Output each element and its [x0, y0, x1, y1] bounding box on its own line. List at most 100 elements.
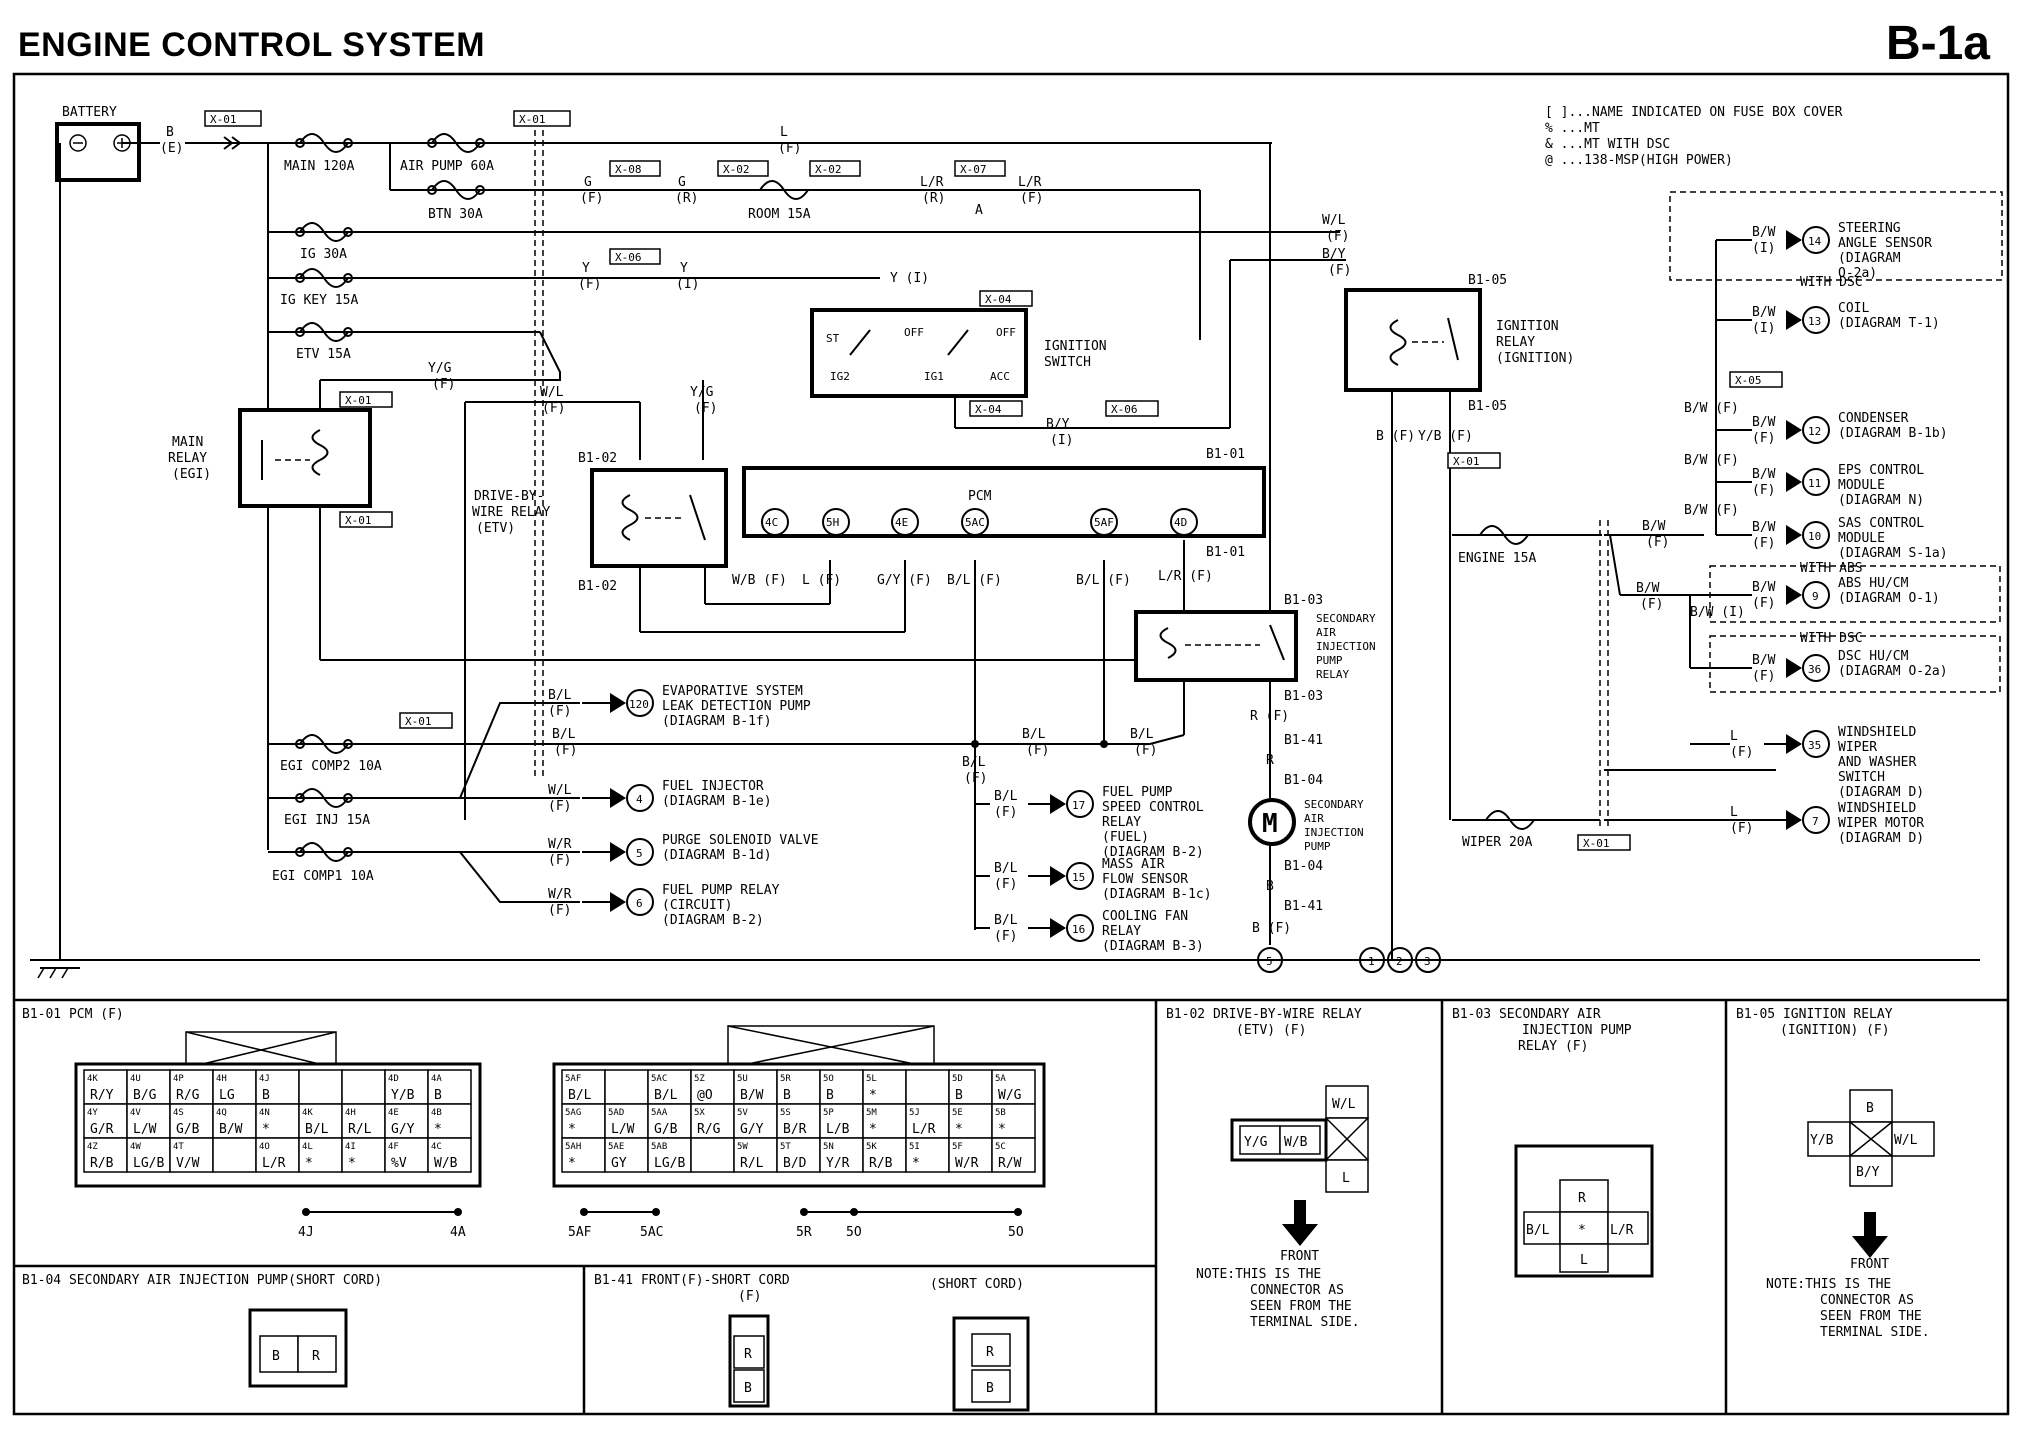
- connector-pin-id: 4B: [431, 1108, 442, 1118]
- connector-pin-id: 5W: [737, 1142, 748, 1152]
- arrow-icon: [610, 892, 626, 912]
- diagram-ref: [1802, 581, 1830, 609]
- svg-text:X-08: X-08: [615, 163, 642, 176]
- load-label: (DIAGRAM D): [1838, 785, 1924, 800]
- svg-text:(F): (F): [1640, 597, 1663, 612]
- legend-line: @ ...138-MSP(HIGH POWER): [1545, 153, 1733, 168]
- svg-text:B/L: B/L: [1022, 727, 1046, 742]
- connector-pin-wire: B/L: [305, 1122, 329, 1137]
- svg-text:Y/G: Y/G: [1244, 1135, 1268, 1150]
- ground-terminal: [1257, 947, 1283, 973]
- connector-pin: [298, 1103, 343, 1139]
- svg-text:MAIN 120A: MAIN 120A: [284, 159, 355, 174]
- outer-frame: [12, 72, 2010, 1416]
- svg-text:IG KEY 15A: IG KEY 15A: [280, 293, 358, 308]
- connector-pin: [561, 1137, 606, 1173]
- load-label: RELAY: [1102, 815, 1141, 830]
- wire-label: B/W: [1752, 467, 1776, 482]
- svg-text:B/Y: B/Y: [1856, 1165, 1880, 1180]
- connector-pin-id: 5C: [995, 1142, 1006, 1152]
- connector-b1-41: B1-41 FRONT(F)-SHORT CORD (F) (SHORT COR…: [594, 1273, 1030, 1412]
- connector-pin-wire: L/B: [826, 1122, 850, 1137]
- svg-text:DRIVE-BY-: DRIVE-BY-: [474, 489, 544, 504]
- pcm-pin-label: 4C: [765, 516, 778, 529]
- svg-text:B/W: B/W: [1636, 581, 1660, 596]
- ground-terminal: [1387, 947, 1413, 973]
- svg-text:(F): (F): [578, 277, 601, 292]
- load-label: WINDSHIELD: [1838, 801, 1916, 816]
- svg-text:RELAY: RELAY: [168, 451, 207, 466]
- connector-pin: [690, 1069, 735, 1105]
- wire-loc-label: (I): [1752, 321, 1775, 336]
- wire-label: B/L: [994, 789, 1018, 804]
- ignition-switch: IGNITION SWITCH ST OFF OFF IG2 IG1 ACC X…: [810, 271, 1107, 417]
- connector-pin-id: 4H: [345, 1108, 356, 1118]
- connector-pin: [862, 1103, 907, 1139]
- svg-text:X-01: X-01: [519, 113, 546, 126]
- connector-b1-01: B1-01 PCM (F) 4KR/Y4UB/G4PR/G4HLG4JB4DY/…: [22, 1007, 1046, 1240]
- connector-pin-wire: B: [955, 1088, 963, 1103]
- svg-text:(I): (I): [1050, 433, 1073, 448]
- diagram-ref-num: 17: [1072, 799, 1085, 812]
- connector-pin: [298, 1069, 343, 1105]
- diagram-ref: [1802, 806, 1830, 834]
- diagram-ref-num: 120: [629, 698, 649, 711]
- arrow-icon: [1786, 310, 1802, 330]
- secondary-air-relay: SECONDARY AIR INJECTION PUMP RELAY B1-03…: [1134, 593, 1376, 704]
- diagram-ref-num: 5: [636, 847, 643, 860]
- svg-text:B/W (F): B/W (F): [1684, 503, 1739, 518]
- load-label: DSC HU/CM: [1838, 649, 1909, 664]
- wire-label: B/W: [1752, 305, 1776, 320]
- battery: BATTERY B (E): [55, 105, 183, 960]
- svg-text:B/L: B/L: [962, 755, 986, 770]
- connector-pin: [905, 1069, 950, 1105]
- connector-pin-id: 4H: [216, 1074, 227, 1084]
- svg-text:W/L: W/L: [1894, 1133, 1918, 1148]
- connector-pin: [561, 1103, 606, 1139]
- connector-pin-wire: *: [869, 1122, 877, 1137]
- pcm-pin: [761, 508, 789, 536]
- connector-pin-wire: G/R: [90, 1122, 114, 1137]
- connector-pin-id: 5AE: [608, 1142, 624, 1152]
- wire-label: W/R: [548, 837, 572, 852]
- svg-text:IG1: IG1: [924, 370, 944, 383]
- wire-loc-label: (F): [548, 799, 571, 814]
- wire-loc-label: (I): [1752, 241, 1775, 256]
- connector-pin: [948, 1137, 993, 1173]
- load-label: (DIAGRAM T-1): [1838, 316, 1940, 331]
- svg-text:AIR: AIR: [1316, 626, 1336, 639]
- diagram-ref: [1802, 306, 1830, 334]
- svg-text:W/L: W/L: [540, 385, 564, 400]
- connector-pin-id: 4T: [173, 1142, 184, 1152]
- connector-pin-wire: L/W: [133, 1122, 157, 1137]
- connector-pin-wire: R/Y: [90, 1088, 114, 1103]
- svg-text:W/L: W/L: [1322, 213, 1346, 228]
- connector-pin-wire: *: [262, 1122, 270, 1137]
- wire-loc-label: (F): [1752, 536, 1775, 551]
- connector-pin-wire: Y/R: [826, 1156, 850, 1171]
- connector-pin-wire: @O: [697, 1088, 713, 1103]
- legend: [ ]...NAME INDICATED ON FUSE BOX COVER %…: [1545, 105, 1843, 168]
- connector-pin: [991, 1103, 1036, 1139]
- diagram-ref: [626, 689, 654, 717]
- diagram-ref-num: 16: [1072, 923, 1085, 936]
- diagram-ref-num: 11: [1808, 477, 1821, 490]
- svg-text:L/R: L/R: [1610, 1223, 1634, 1238]
- svg-text:B1-41: B1-41: [1284, 733, 1323, 748]
- ground-terminal-num: 3: [1424, 955, 1431, 968]
- diagram-ref: [1066, 862, 1094, 890]
- svg-text:NOTE:THIS IS THE: NOTE:THIS IS THE: [1766, 1277, 1891, 1292]
- arrow-icon: [1786, 525, 1802, 545]
- connector-pin-id: 4O: [259, 1142, 270, 1152]
- connector-pin-id: 5N: [823, 1142, 834, 1152]
- load-label: MODULE: [1838, 478, 1885, 493]
- connector-pin: [212, 1069, 257, 1105]
- connector-pin: [427, 1069, 472, 1105]
- load-label: COOLING FAN: [1102, 909, 1188, 924]
- svg-text:X-01: X-01: [210, 113, 237, 126]
- diagram-ref: [1066, 914, 1094, 942]
- wire-loc-label: (F): [1752, 431, 1775, 446]
- svg-text:WIRE RELAY: WIRE RELAY: [472, 505, 550, 520]
- connector-pin-id: 4K: [302, 1108, 313, 1118]
- load-label: (DIAGRAM B-1c): [1102, 887, 1212, 902]
